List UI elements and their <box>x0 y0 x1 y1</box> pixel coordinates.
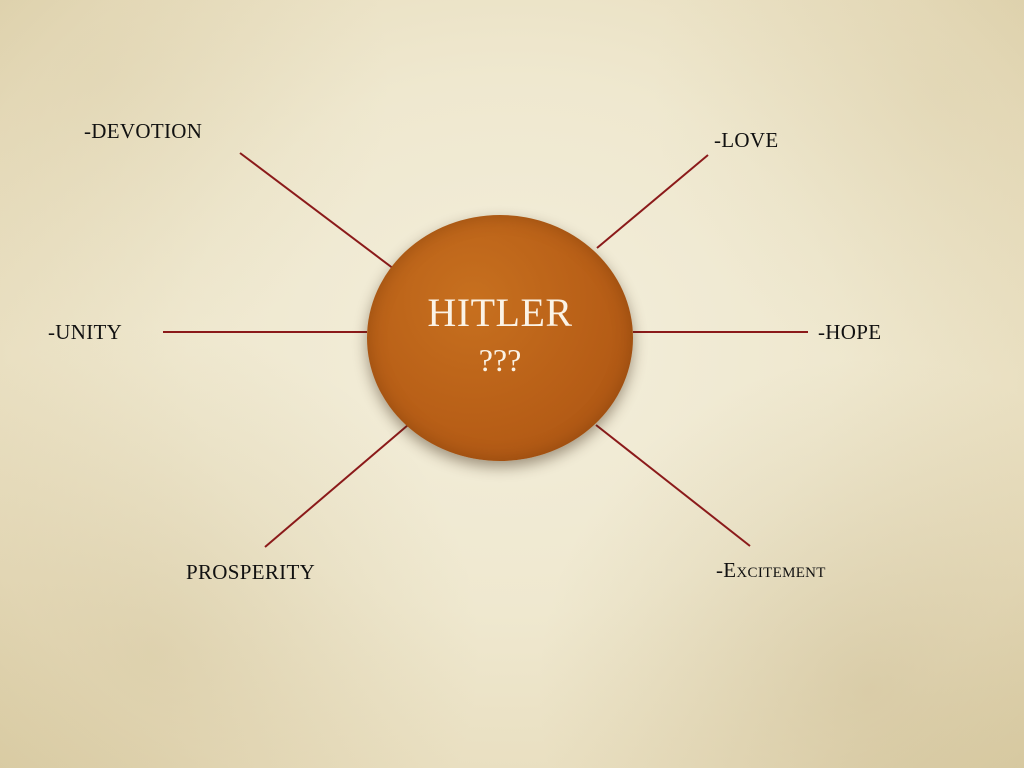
connector-love <box>596 154 709 249</box>
label-devotion: -DEVOTION <box>84 119 203 143</box>
central-node-subtitle: ??? <box>478 342 522 378</box>
label-unity: -UNITY <box>48 320 123 344</box>
label-prosperity: PROSPERITY <box>186 560 316 584</box>
label-excitement: -Excitement <box>716 558 826 582</box>
central-node-title: HITLER <box>427 290 573 335</box>
connector-excitement <box>595 424 751 547</box>
label-hope: -HOPE <box>818 320 882 344</box>
connector-devotion <box>239 152 399 273</box>
central-node: HITLER ??? <box>367 215 633 461</box>
label-love: -LOVE <box>714 128 779 152</box>
connector-prosperity <box>264 424 409 548</box>
